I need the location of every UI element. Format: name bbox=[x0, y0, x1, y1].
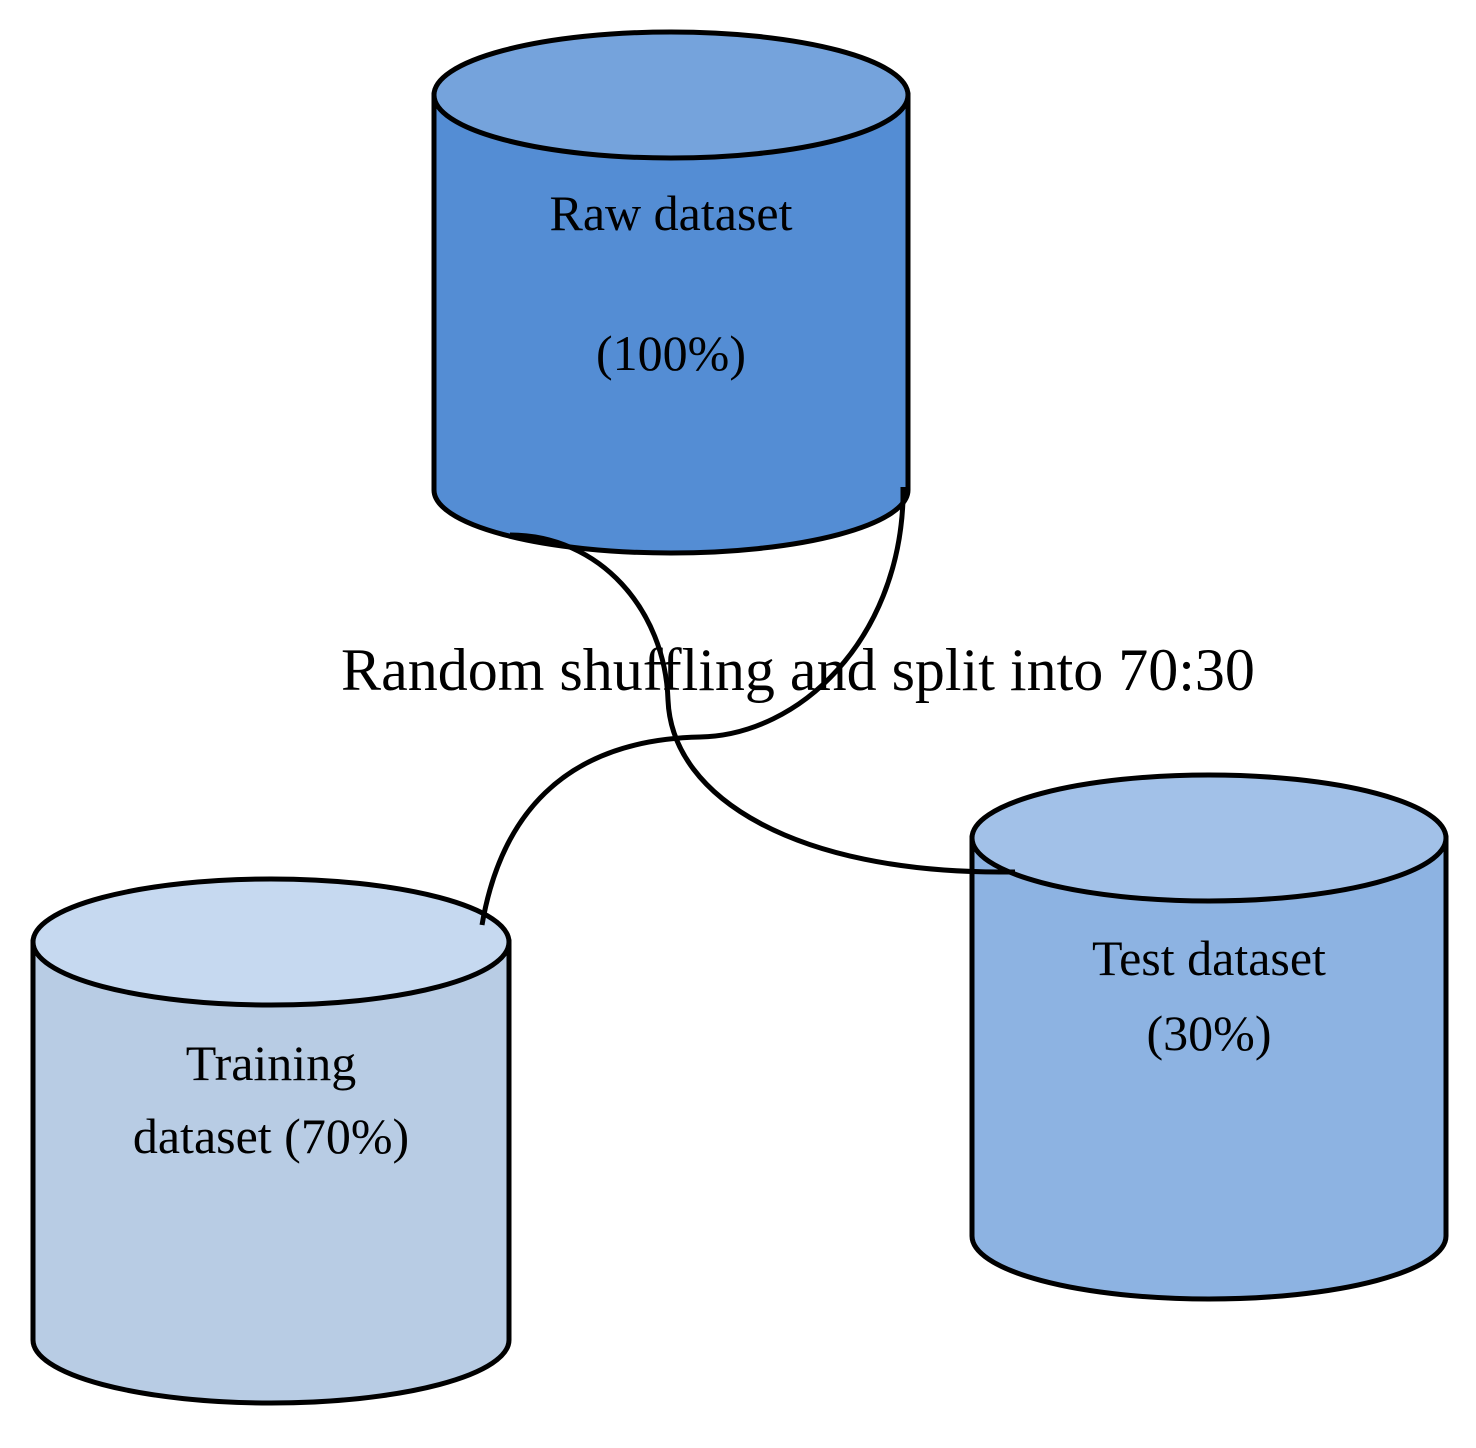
test-dataset-label-line2: (30%) bbox=[1147, 1005, 1272, 1061]
training-dataset-label-line2: dataset (70%) bbox=[133, 1108, 409, 1164]
training-dataset-cylinder: Training dataset (70%) bbox=[30, 876, 512, 1406]
training-dataset-top bbox=[30, 876, 512, 1008]
raw-dataset-cylinder: Raw dataset (100%) bbox=[431, 29, 911, 556]
raw-dataset-body bbox=[431, 92, 911, 556]
connector-raw-to-training bbox=[479, 487, 906, 926]
test-dataset-top bbox=[969, 772, 1449, 904]
raw-dataset-label-line1: Raw dataset bbox=[550, 185, 793, 241]
test-dataset-cylinder: Test dataset (30%) bbox=[969, 772, 1449, 1302]
test-dataset-body bbox=[969, 835, 1449, 1302]
test-dataset-label-line1: Test dataset bbox=[1092, 930, 1326, 986]
connector-raw-to-test bbox=[509, 532, 1015, 875]
raw-dataset-label-line2: (100%) bbox=[596, 325, 746, 381]
training-dataset-label-line1: Training bbox=[186, 1035, 356, 1091]
raw-dataset-top bbox=[431, 29, 911, 161]
training-dataset-body bbox=[30, 939, 512, 1406]
split-caption: Random shuffling and split into 70:30 bbox=[341, 637, 1255, 703]
